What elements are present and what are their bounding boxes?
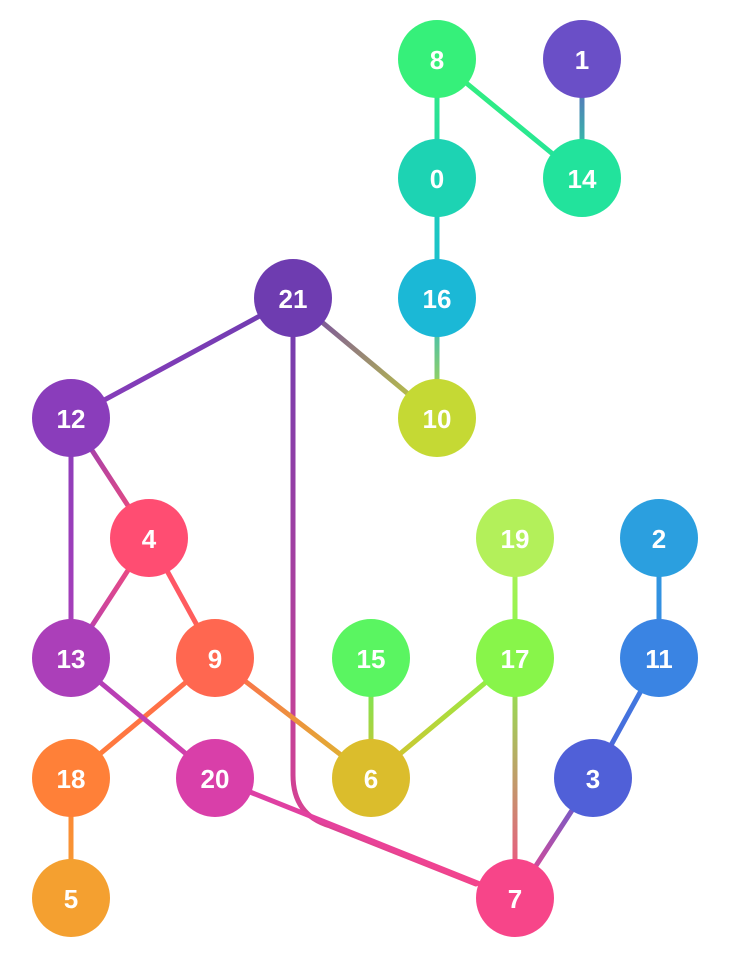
node-circle [543, 139, 621, 217]
node-8: 8 [398, 20, 476, 98]
node-circle [620, 499, 698, 577]
node-label: 9 [208, 644, 222, 674]
node-4: 4 [110, 499, 188, 577]
node-label: 4 [142, 524, 157, 554]
node-label: 5 [64, 884, 78, 914]
node-17: 17 [476, 619, 554, 697]
node-2: 2 [620, 499, 698, 577]
node-18: 18 [32, 739, 110, 817]
node-circle [554, 739, 632, 817]
node-circle [32, 739, 110, 817]
node-circle [398, 379, 476, 457]
node-3: 3 [554, 739, 632, 817]
node-circle [254, 259, 332, 337]
node-circle [398, 20, 476, 98]
node-label: 19 [501, 524, 530, 554]
node-label: 10 [423, 404, 452, 434]
node-circle [476, 859, 554, 937]
node-6: 6 [332, 739, 410, 817]
node-circle [176, 739, 254, 817]
node-label: 15 [357, 644, 386, 674]
node-circle [32, 859, 110, 937]
node-20: 20 [176, 739, 254, 817]
node-label: 1 [575, 45, 589, 75]
node-label: 20 [201, 764, 230, 794]
node-0: 0 [398, 139, 476, 217]
node-label: 7 [508, 884, 522, 914]
node-circle [332, 619, 410, 697]
node-label: 21 [279, 284, 308, 314]
node-circle [476, 619, 554, 697]
node-label: 12 [57, 404, 86, 434]
node-label: 8 [430, 45, 444, 75]
edge-21-12 [68, 295, 296, 421]
node-11: 11 [620, 619, 698, 697]
node-13: 13 [32, 619, 110, 697]
node-label: 0 [430, 164, 444, 194]
node-label: 6 [364, 764, 378, 794]
node-circle [32, 619, 110, 697]
node-5: 5 [32, 859, 110, 937]
node-circle [110, 499, 188, 577]
node-circle [620, 619, 698, 697]
node-label: 13 [57, 644, 86, 674]
node-circle [398, 139, 476, 217]
edge-20-7 [212, 775, 518, 901]
node-14: 14 [543, 139, 621, 217]
node-19: 19 [476, 499, 554, 577]
node-circle [32, 379, 110, 457]
node-label: 14 [568, 164, 597, 194]
node-15: 15 [332, 619, 410, 697]
node-label: 3 [586, 764, 600, 794]
node-circle [398, 259, 476, 337]
node-circle [176, 619, 254, 697]
node-label: 11 [645, 644, 673, 674]
node-1: 1 [543, 20, 621, 98]
node-9: 9 [176, 619, 254, 697]
node-circle [476, 499, 554, 577]
node-10: 10 [398, 379, 476, 457]
node-label: 18 [57, 764, 86, 794]
node-label: 2 [652, 524, 666, 554]
node-circle [543, 20, 621, 98]
node-label: 17 [501, 644, 530, 674]
node-12: 12 [32, 379, 110, 457]
node-circle [332, 739, 410, 817]
node-7: 7 [476, 859, 554, 937]
node-label: 16 [423, 284, 452, 314]
node-16: 16 [398, 259, 476, 337]
node-21: 21 [254, 259, 332, 337]
